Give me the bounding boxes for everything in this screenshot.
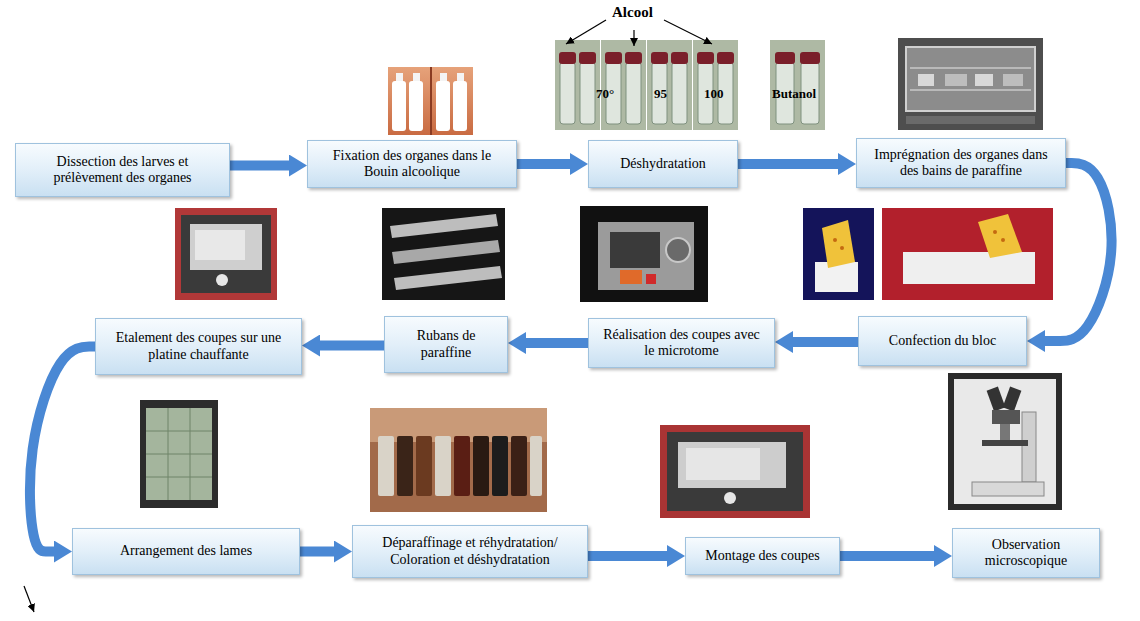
step-label: Déshydratation [620,156,706,172]
flow-arrow [588,551,667,561]
flow-arrow [320,341,384,351]
step-label: Rubans de paraffine [393,328,499,360]
bouin-bottles-photo [388,67,473,135]
alcohol-pointer-arrows [566,20,712,46]
paraffin-oven-photo [898,38,1043,130]
step-label: Etalement des coupes sur une platine cha… [104,330,293,362]
step-label: Réalisation des coupes avec le microtome [597,327,766,359]
vial-label: 100 [704,86,724,102]
flow-arrow [840,551,934,561]
process-box: Dissection des larves et prélèvement des… [15,143,230,197]
step-label: Montage des coupes [705,548,819,564]
vial-label: 70° [596,86,614,102]
vial-label: Butanol [772,86,816,102]
process-box: Fixation des organes dans le Bouin alcoo… [307,140,517,188]
flow-arrow [526,338,588,348]
flow-arrow [517,159,570,169]
flow-arrow [1045,163,1112,341]
group-label: Alcool [612,4,653,21]
process-box: Rubans de paraffine [384,316,508,373]
microtome-photo [580,206,708,302]
slide-box-photo [140,400,218,508]
process-box: Déparaffinage et réhydratation/ Colorati… [352,525,588,578]
step-label: Confection du bloc [889,333,996,349]
vial-label: 95 [654,86,667,102]
heating-plate-photo [175,208,277,300]
step-label: Dissection des larves et prélèvement des… [24,154,221,186]
process-box: Observation microscopique [952,528,1100,578]
paraffin-block-photos [803,208,1053,300]
flow-arrow [300,547,334,557]
step-label: Arrangement des lames [120,543,252,559]
alcohol-vials-photo [555,40,825,130]
flow-arrow [30,347,95,552]
process-box: Imprégnation des organes dans des bains … [856,138,1066,188]
process-box: Etalement des coupes sur une platine cha… [95,318,302,375]
paraffin-ribbons-photo [382,208,505,300]
step-label: Fixation des organes dans le Bouin alcoo… [316,148,508,180]
process-box: Déshydratation [588,140,738,188]
step-label: Observation microscopique [961,537,1091,569]
step-label: Déparaffinage et réhydratation/ Colorati… [361,535,579,567]
process-box: Montage des coupes [685,537,840,575]
flow-arrow [738,159,838,169]
staining-jars-photo [370,408,547,512]
flow-arrow [793,337,858,347]
process-box: Confection du bloc [858,316,1027,366]
mounting-plate-photo [660,425,810,518]
flow-arrow [230,161,289,171]
pointer-arrow [24,586,34,612]
process-box: Réalisation des coupes avec le microtome [588,318,775,368]
microscope-photo [948,373,1062,510]
step-label: Imprégnation des organes dans des bains … [865,147,1057,179]
process-box: Arrangement des lames [72,528,300,575]
